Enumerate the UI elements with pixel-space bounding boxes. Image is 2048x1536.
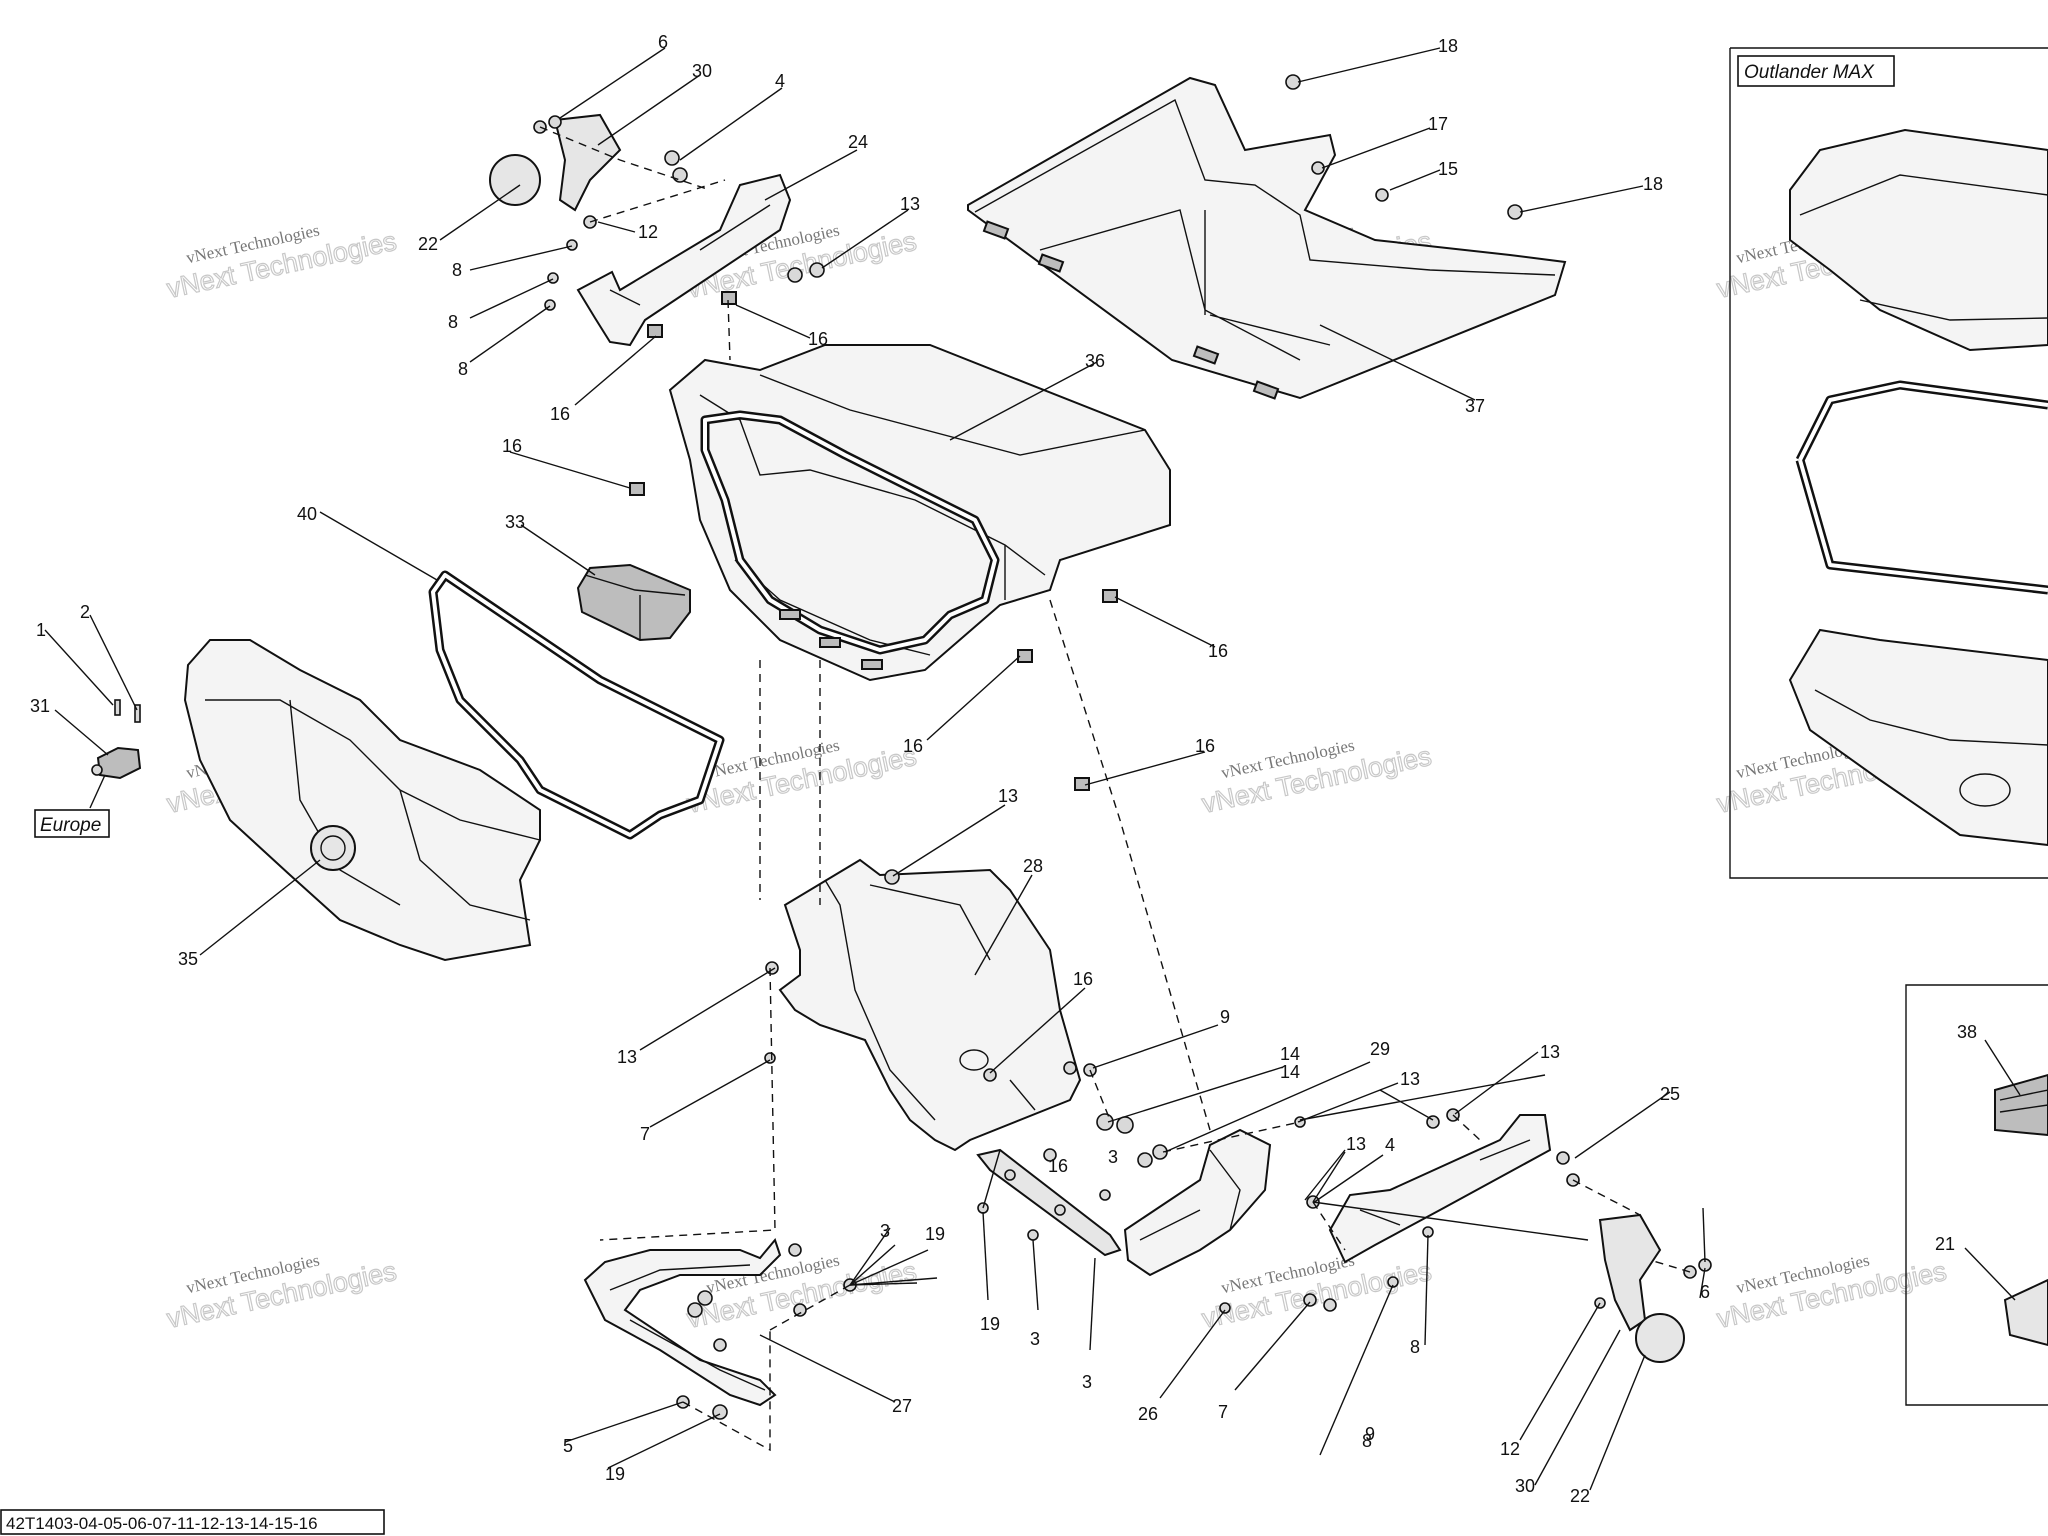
rack-bracket-lower <box>1328 1114 1685 1363</box>
outlander-max-label-box <box>1737 55 1895 87</box>
callout-label: 4 <box>1385 1135 1395 1155</box>
callout-label: 5 <box>563 1436 573 1456</box>
lid-seal <box>428 570 725 840</box>
callout-label: 8 <box>452 260 462 280</box>
callout-label: 8 <box>1362 1431 1372 1451</box>
callout-label: 37 <box>1465 396 1485 416</box>
rear-fender-panel <box>778 858 1082 1152</box>
callout-label: 8 <box>458 359 468 379</box>
callout-label: 16 <box>1208 641 1228 661</box>
reference-code-box <box>0 1509 385 1535</box>
rack-bracket-upper <box>489 113 792 347</box>
callout-label: 14 <box>1280 1062 1300 1082</box>
side-bracket-29 <box>1123 1128 1272 1277</box>
callout-label: 8 <box>1410 1337 1420 1357</box>
callout-label: 15 <box>1438 159 1458 179</box>
callout-label: 17 <box>1428 114 1448 134</box>
callout-label: 18 <box>1438 36 1458 56</box>
callout-label: 13 <box>1540 1042 1560 1062</box>
europe-label-box <box>34 809 110 838</box>
callout-label: 22 <box>418 234 438 254</box>
callout-label: 36 <box>1085 351 1105 371</box>
callout-label: 13 <box>1400 1069 1420 1089</box>
callout-label: 30 <box>1515 1476 1535 1496</box>
latch <box>576 563 691 642</box>
callout-label: 9 <box>1365 1424 1375 1444</box>
callout-label: 29 <box>1370 1039 1390 1059</box>
callout-label: 3 <box>1082 1372 1092 1392</box>
callout-label: 7 <box>640 1124 650 1144</box>
europe-label: Europe <box>40 815 101 836</box>
callout-label: 6 <box>1700 1282 1710 1302</box>
callout-label: 33 <box>505 512 525 532</box>
storage-box <box>668 344 1171 682</box>
callout-label: 13 <box>998 786 1018 806</box>
callout-label: 40 <box>297 504 317 524</box>
part-38-clip <box>1994 1073 2048 1137</box>
outlander-max-inset: Outlander MAX <box>1729 47 2048 879</box>
callout-label: 35 <box>178 949 198 969</box>
callout-label: 38 <box>1957 1022 1977 1042</box>
callout-label: 30 <box>692 61 712 81</box>
part-21-clip <box>2003 1278 2048 1347</box>
callout-label: 8 <box>448 312 458 332</box>
callout-label: 3 <box>1030 1329 1040 1349</box>
callout-label: 21 <box>1935 1234 1955 1254</box>
callout-label: 16 <box>808 329 828 349</box>
callout-label: 7 <box>1218 1402 1228 1422</box>
rack-support-rod <box>976 1148 1122 1257</box>
reference-code: 42T1403-04-05-06-07-11-12-13-14-15-16 <box>6 1514 318 1533</box>
callout-label: 22 <box>1570 1486 1590 1506</box>
callout-label: 14 <box>1280 1044 1300 1064</box>
callout-label: 3 <box>880 1221 890 1241</box>
callout-label: 12 <box>638 222 658 242</box>
callout-label: 16 <box>1073 969 1093 989</box>
callout-label: 25 <box>1660 1084 1680 1104</box>
callout-label: 28 <box>1023 856 1043 876</box>
callout-label: 31 <box>30 696 50 716</box>
fasteners <box>533 74 1712 1420</box>
callout-label: 13 <box>617 1047 637 1067</box>
callout-label: 4 <box>775 71 785 91</box>
callout-label: 26 <box>1138 1404 1158 1424</box>
europe-lock <box>91 699 142 780</box>
storage-lid <box>183 639 541 962</box>
callout-label: 6 <box>658 32 668 52</box>
callout-label: 12 <box>1500 1439 1520 1459</box>
accessory-inset <box>1905 984 2048 1406</box>
callout-label: 1 <box>36 620 46 640</box>
callout-label: 18 <box>1643 174 1663 194</box>
callout-label: 24 <box>848 132 868 152</box>
max-storage-lid <box>1789 128 2048 352</box>
callout-label: 16 <box>1195 736 1215 756</box>
callout-label: 19 <box>980 1314 1000 1334</box>
callout-label: 19 <box>605 1464 625 1484</box>
callout-label: 13 <box>1346 1134 1366 1154</box>
callout-label: 13 <box>900 194 920 214</box>
callout-label: 16 <box>550 404 570 424</box>
outlander-max-label: Outlander MAX <box>1744 62 1875 83</box>
callouts: 6 30 4 24 22 12 8 8 8 13 16 16 18 17 15 … <box>30 32 1977 1506</box>
callout-label: 19 <box>925 1224 945 1244</box>
callout-label: 9 <box>1220 1007 1230 1027</box>
callout-label: 2 <box>80 602 90 622</box>
floor-tray <box>967 76 1567 400</box>
callout-label: 16 <box>903 736 923 756</box>
leader-lines <box>44 47 2021 1491</box>
max-seal <box>1795 380 2048 595</box>
rack-grab-handle <box>583 1237 782 1407</box>
callout-label: 27 <box>892 1396 912 1416</box>
callout-label: 3 <box>1108 1147 1118 1167</box>
callout-label: 16 <box>1048 1156 1068 1176</box>
callout-label: 16 <box>502 436 522 456</box>
max-storage-tub <box>1788 628 2048 847</box>
